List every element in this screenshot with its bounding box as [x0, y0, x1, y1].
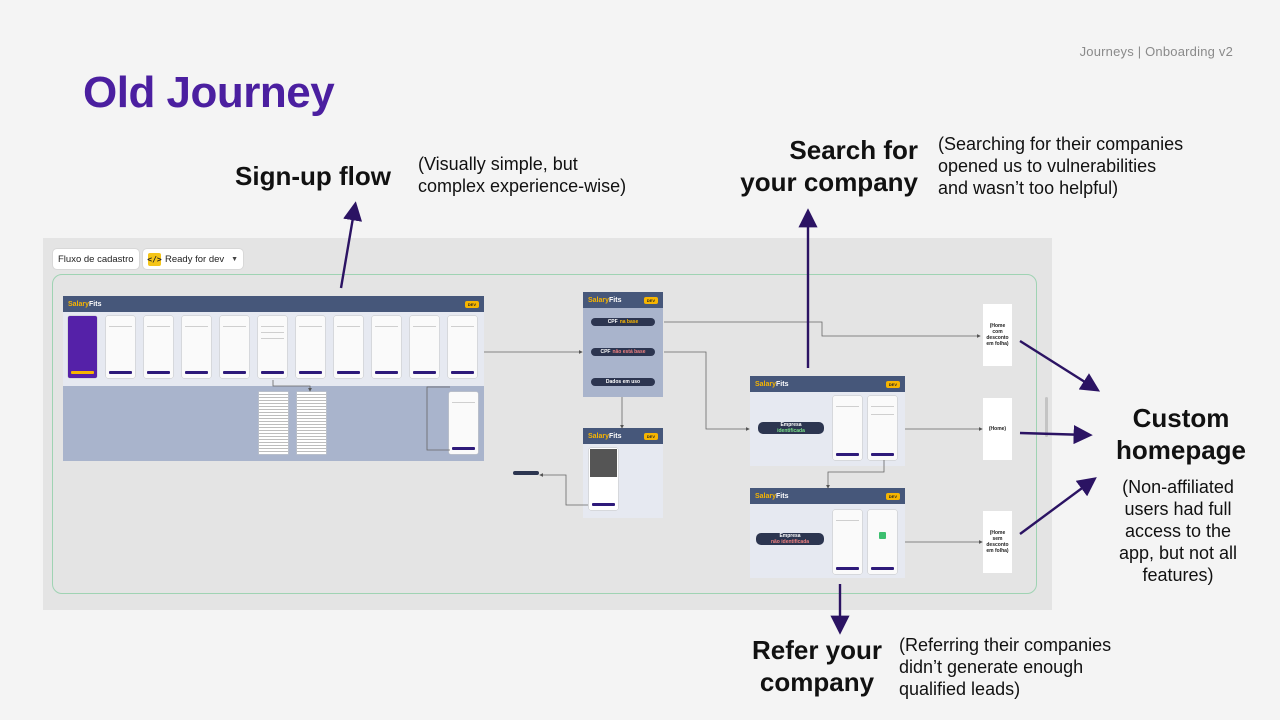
home-no-discount-box: (Home sem desconto em folha) [983, 511, 1012, 573]
back-button [513, 471, 539, 475]
status-tag: DEV [464, 300, 479, 308]
home-box: (Home) [983, 398, 1012, 460]
status-label: Ready for dev [165, 253, 225, 265]
flow-name-tag: Fluxo de cadastro [53, 249, 139, 269]
page-title: Old Journey [83, 68, 335, 117]
breadcrumb: Journeys | Onboarding v2 [1079, 44, 1233, 59]
signup-flow-heading: Sign-up flow [235, 161, 391, 191]
brand-logo: SalaryFits [68, 300, 102, 308]
data-in-use-board: SalaryFits DEV [583, 428, 663, 518]
home-discount-box: (Home com desconto em folha) [983, 304, 1012, 366]
data-in-use-pill: Dados em uso [591, 378, 655, 386]
privacy-document [297, 392, 326, 454]
terms-document [259, 392, 288, 454]
figma-canvas-screenshot: Fluxo de cadastro </> Ready for dev ▼ Sa… [43, 238, 1052, 610]
status-dropdown: </> Ready for dev ▼ [143, 249, 244, 269]
scrollbar[interactable] [1045, 397, 1048, 437]
chevron-down-icon: ▼ [231, 255, 239, 263]
code-icon: </> [147, 252, 162, 266]
signup-board: SalaryFits DEV [63, 296, 484, 461]
board-header: SalaryFits DEV [63, 296, 484, 312]
